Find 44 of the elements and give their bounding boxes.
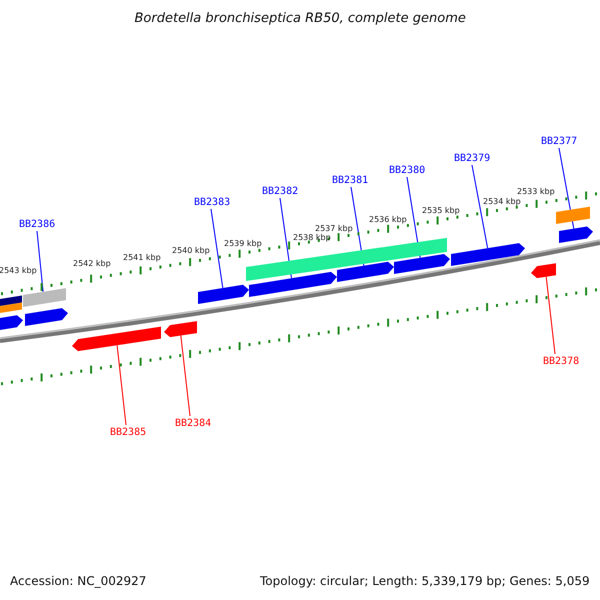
gene-block <box>0 315 23 330</box>
genome-info-text: Topology: circular; Length: 5,339,179 bp; Genes: 5,059 <box>260 574 590 588</box>
scale-label: 2540 kbp <box>172 246 210 254</box>
gene-block <box>23 288 66 307</box>
gene-label: BB2380 <box>389 164 426 176</box>
gene-block <box>0 296 22 306</box>
gene-label: BB2378 <box>543 356 580 366</box>
leader-line <box>472 164 488 249</box>
gene-block <box>531 263 556 278</box>
gene-block <box>451 243 525 266</box>
gene-label: BB2383 <box>194 196 230 208</box>
scale-label: 2533 kbp <box>517 186 555 196</box>
scale-label: 2542 kbp <box>73 258 111 268</box>
gene-block <box>337 262 394 282</box>
gene-block <box>249 272 337 297</box>
leader-line <box>180 335 190 416</box>
gene-block <box>559 226 593 243</box>
gene-label: BB2377 <box>541 136 578 146</box>
gene-block <box>394 254 450 274</box>
scale-label: 2537 kbp <box>315 224 353 232</box>
leader-line <box>116 344 126 426</box>
gene-block <box>556 206 590 224</box>
leader-line <box>36 230 44 292</box>
gene-block <box>198 284 249 304</box>
scale-label: 2539 kbp <box>224 238 262 248</box>
leader-line <box>210 208 224 288</box>
gene-label: BB2382 <box>262 186 298 196</box>
gene-label: BB2384 <box>175 418 212 428</box>
scale-label: 2534 kbp <box>483 196 521 206</box>
scale-label: 2536 kbp <box>369 214 407 224</box>
title: Bordetella bronchiseptica RB50, complete genome <box>134 10 466 26</box>
gene-block <box>164 321 197 338</box>
scale-label: 2538 kbp <box>293 232 331 242</box>
gene-label: BB2386 <box>19 218 56 230</box>
scale-label: 2541 kbp <box>123 252 161 262</box>
accession-text: Accession: NC_002927 <box>10 574 146 588</box>
leader-line <box>546 276 556 354</box>
gene-label: BB2381 <box>332 174 368 186</box>
scale-label: 2535 kbp <box>422 206 460 214</box>
gene-block <box>0 302 22 313</box>
gene-block <box>25 308 68 326</box>
gene-block <box>72 326 161 352</box>
gene-label: BB2385 <box>110 426 146 438</box>
gene-label: BB2379 <box>454 152 490 164</box>
